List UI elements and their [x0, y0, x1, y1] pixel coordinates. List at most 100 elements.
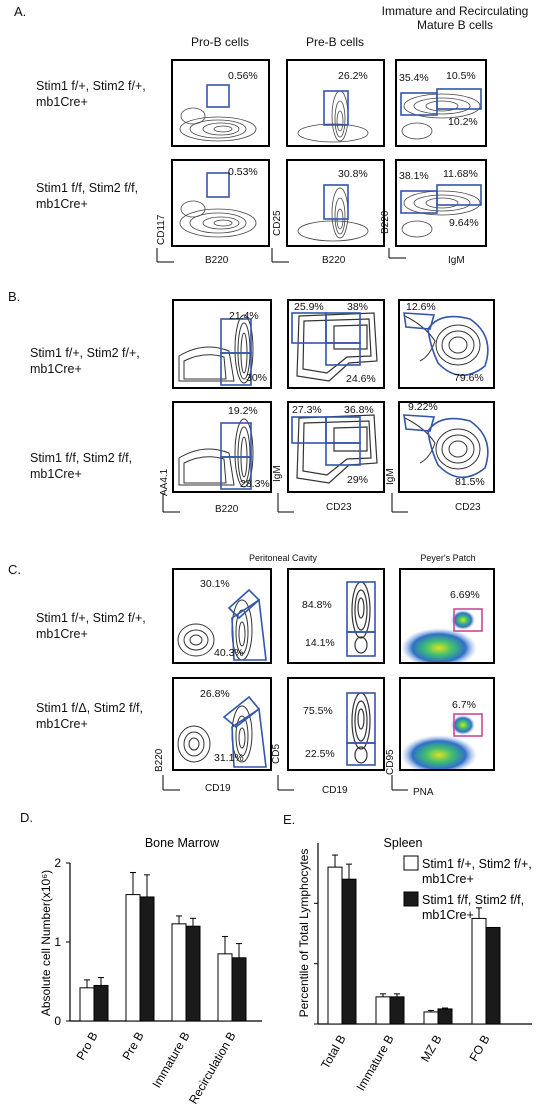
bar — [171, 923, 187, 1022]
axis-arrows-a — [156, 248, 406, 263]
contour-density — [178, 314, 254, 386]
y-tick-label: 0 — [54, 1014, 61, 1028]
pct-label: 19.2% — [228, 405, 258, 417]
bar — [93, 984, 109, 1022]
pct-label: 35.4% — [399, 72, 429, 84]
gate — [436, 88, 482, 110]
chart-title: Bone Marrow — [145, 836, 220, 850]
pct-label: 11.68% — [443, 168, 478, 180]
contour-density — [400, 88, 482, 140]
density-heatmap — [401, 713, 483, 769]
axis-label-y: CD5 — [271, 743, 282, 764]
contour-density — [297, 90, 369, 143]
pct-label: 75.5% — [303, 705, 333, 717]
pct-label: 25.9% — [294, 301, 324, 313]
contour-density — [179, 84, 257, 142]
gate — [427, 417, 489, 479]
pct-label: 10.5% — [446, 70, 476, 82]
contour-density — [291, 312, 378, 382]
axis-label-x: CD23 — [455, 502, 481, 513]
gate — [346, 631, 376, 657]
bar — [341, 878, 357, 1025]
gate — [325, 442, 361, 466]
gate — [231, 707, 267, 768]
pct-label: 9.64% — [449, 217, 479, 229]
x-tick-label: Immature B — [353, 1033, 396, 1094]
pct-label: 9.22% — [408, 401, 438, 413]
gate — [453, 608, 483, 632]
axis-label-x: B220 — [205, 255, 229, 266]
bar — [437, 1008, 453, 1025]
pct-label: 30.8% — [338, 168, 368, 180]
flow-plot-pre-b-knockout — [286, 159, 385, 247]
gate — [220, 456, 252, 490]
gate — [403, 312, 436, 330]
contour-density — [400, 184, 482, 238]
pct-label: 28.3% — [240, 478, 270, 490]
x-tick-label: Pre B — [119, 1030, 146, 1063]
axis-label-x: IgM — [448, 255, 465, 266]
bar — [79, 987, 95, 1022]
contour-density — [403, 414, 489, 479]
flow-plot-cd95-pna-control — [399, 568, 495, 664]
axis-label-x: CD19 — [322, 785, 348, 796]
contour-density — [346, 692, 376, 766]
col-header-immature-mature-b: Immature and Recirculating Mature B cell… — [381, 4, 529, 32]
x-tick-label: Total B — [318, 1033, 348, 1072]
contour-density — [178, 418, 254, 490]
axis-label-y: B220 — [154, 748, 165, 772]
bar — [217, 953, 233, 1022]
legend-swatch — [403, 855, 419, 871]
density-heatmap — [401, 608, 483, 662]
bar — [485, 926, 501, 1025]
col-header-pre-b: Pre-B cells — [305, 35, 364, 49]
bar — [375, 996, 391, 1025]
axis-label-x: B220 — [322, 255, 346, 266]
pct-label: 26.2% — [338, 70, 368, 82]
flow-plot-pre-b-control — [286, 59, 385, 147]
gate — [206, 84, 230, 108]
gate — [325, 342, 361, 366]
pct-label: 31.1% — [214, 752, 244, 764]
bar — [389, 996, 405, 1025]
pct-label: 22.5% — [305, 748, 335, 760]
panel-b-letter: B. — [8, 289, 21, 304]
flow-plot-igm-cd23-control — [287, 299, 385, 389]
pct-label: 81.5% — [455, 476, 485, 488]
x-tick-label: Pro B — [73, 1030, 100, 1063]
flow-plot-igm-cd23-knockout — [287, 401, 385, 493]
row-label-control: Stim1 f/+, Stim2 f/+, mb1Cre+ — [36, 79, 146, 109]
chart-title: Spleen — [384, 836, 423, 850]
col-header-peyers: Peyer's Patch — [420, 553, 476, 563]
pct-label: 6.7% — [452, 699, 476, 711]
legend-swatch — [403, 891, 419, 907]
col-header-pro-b: Pro-B cells — [190, 35, 249, 49]
pct-label: 40.3% — [214, 647, 244, 659]
x-tick-label: Recirculation B — [186, 1030, 238, 1107]
bar — [471, 917, 487, 1025]
row-label-knockout: Stim1 f/f, Stim2 f/f, mb1Cre+ — [36, 181, 139, 211]
pct-label: 27.3% — [292, 404, 322, 416]
legend-label: Stim1 f/+, Stim2 f/+, — [422, 857, 532, 871]
legend-label: mb1Cre+ — [422, 872, 474, 886]
row-label-control: Stim1 f/+, Stim2 f/+, mb1Cre+ — [30, 346, 140, 376]
x-tick-label: Immature B — [149, 1030, 192, 1091]
flow-plot-cd95-pna-knockout — [399, 677, 495, 771]
gate — [427, 315, 489, 377]
contour-density — [291, 414, 378, 484]
pct-label: 38.1% — [399, 170, 429, 182]
flow-plot-pro-b-control — [171, 59, 270, 147]
flow-plot-aa41-b220-control — [172, 299, 272, 389]
bar — [185, 925, 201, 1022]
y-axis-label: Percentile of Total Lymphocytes — [297, 849, 311, 1018]
col-header-peritoneal: Peritoneal Cavity — [248, 553, 318, 563]
panel-c-letter: C. — [8, 562, 21, 577]
pct-label: 79.6% — [454, 372, 484, 384]
pct-label: 12.6% — [406, 301, 436, 313]
axis-label-y: CD95 — [385, 749, 396, 775]
legend-label: mb1Cre+ — [422, 908, 474, 922]
bar — [327, 866, 343, 1025]
gate — [206, 172, 230, 198]
pct-label: 29% — [347, 474, 369, 486]
